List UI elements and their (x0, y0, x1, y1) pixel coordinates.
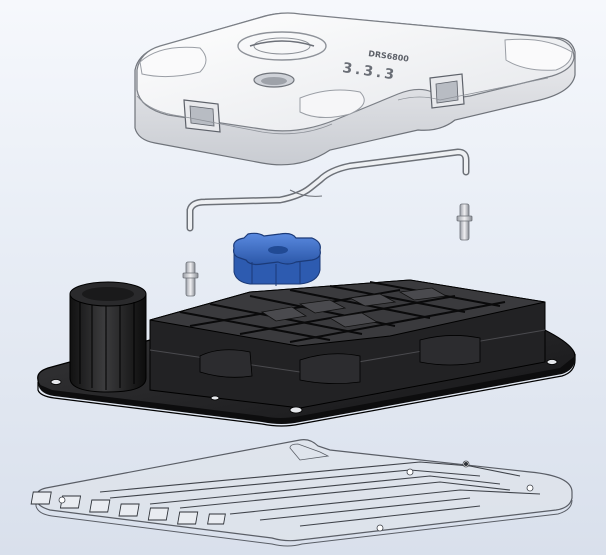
base-mount-hole (50, 379, 62, 385)
light-pipe-wire (186, 148, 470, 232)
cover-embossed-digits: 3.3.3 (341, 60, 398, 83)
cover-top-face (136, 12, 575, 132)
top-cover: DRS6800 3.3.3 (134, 12, 576, 166)
board-component (207, 513, 226, 525)
base-mount-hole (210, 395, 220, 401)
black-base (37, 279, 576, 427)
cover-logo-emblem (237, 31, 327, 61)
pin-right (456, 203, 473, 241)
base-mount-hole (546, 359, 558, 365)
cover-snap-window-left (183, 99, 221, 133)
cover-snap-window-right (429, 73, 465, 109)
pin-left (182, 261, 199, 297)
board-component (30, 491, 52, 505)
cover-corner-bump-right (504, 38, 573, 71)
board-component (118, 503, 140, 517)
cover-front-bump (299, 89, 365, 118)
cover-corner-bump-left (139, 46, 207, 78)
blue-spacer (233, 232, 321, 286)
circuit-board (30, 439, 573, 547)
base-mount-hole (289, 406, 303, 414)
board-component (147, 507, 169, 521)
base-knob (69, 281, 147, 393)
board-component (89, 499, 111, 513)
board-component (177, 511, 199, 525)
